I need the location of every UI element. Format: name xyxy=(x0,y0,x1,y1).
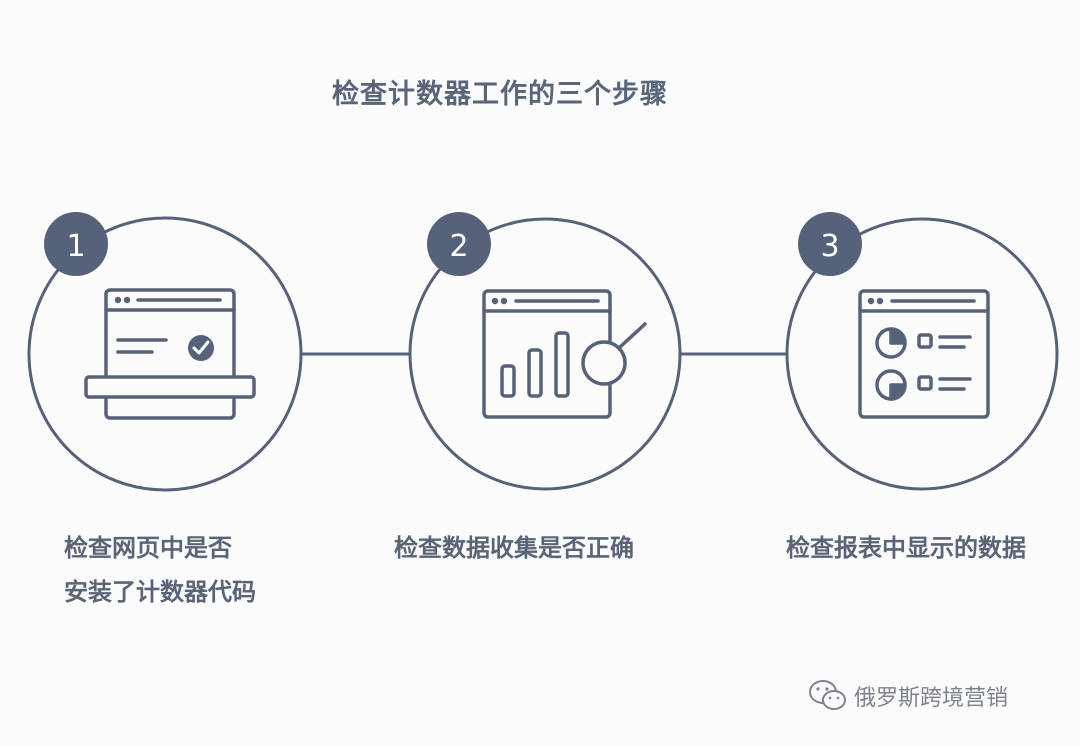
step-1-line2: 安装了计数器代码 xyxy=(64,578,256,606)
step-3-number: 3 xyxy=(820,229,839,264)
webpage-installed-check-icon xyxy=(84,288,256,420)
step-3-caption: 检查报表中显示的数据 xyxy=(786,526,1026,570)
step-3-badge: 3 xyxy=(798,212,862,276)
diagram-title: 检查计数器工作的三个步骤 xyxy=(332,79,668,110)
step-2-badge: 2 xyxy=(427,212,491,276)
step-1-number: 1 xyxy=(66,229,85,264)
step-1-circle xyxy=(27,216,303,492)
step-1-caption: 检查网页中是否 安装了计数器代码 xyxy=(64,526,256,614)
watermark-text: 俄罗斯跨境营销 xyxy=(854,686,1009,711)
step-2-circle xyxy=(408,217,682,491)
step-2-caption: 检查数据收集是否正确 xyxy=(394,526,634,570)
step-1-line1: 检查网页中是否 xyxy=(64,534,232,562)
step-3-line1: 检查报表中显示的数据 xyxy=(786,534,1026,562)
wechat-icon xyxy=(809,680,846,710)
step-2-line1: 检查数据收集是否正确 xyxy=(394,534,634,562)
watermark: 俄罗斯跨境营销 xyxy=(808,676,1008,716)
bar-chart-magnifier-icon xyxy=(482,289,647,419)
step-3-circle xyxy=(785,217,1059,491)
report-dashboard-icon xyxy=(858,289,990,419)
step-1-badge: 1 xyxy=(44,212,108,276)
step-2-number: 2 xyxy=(449,229,468,264)
